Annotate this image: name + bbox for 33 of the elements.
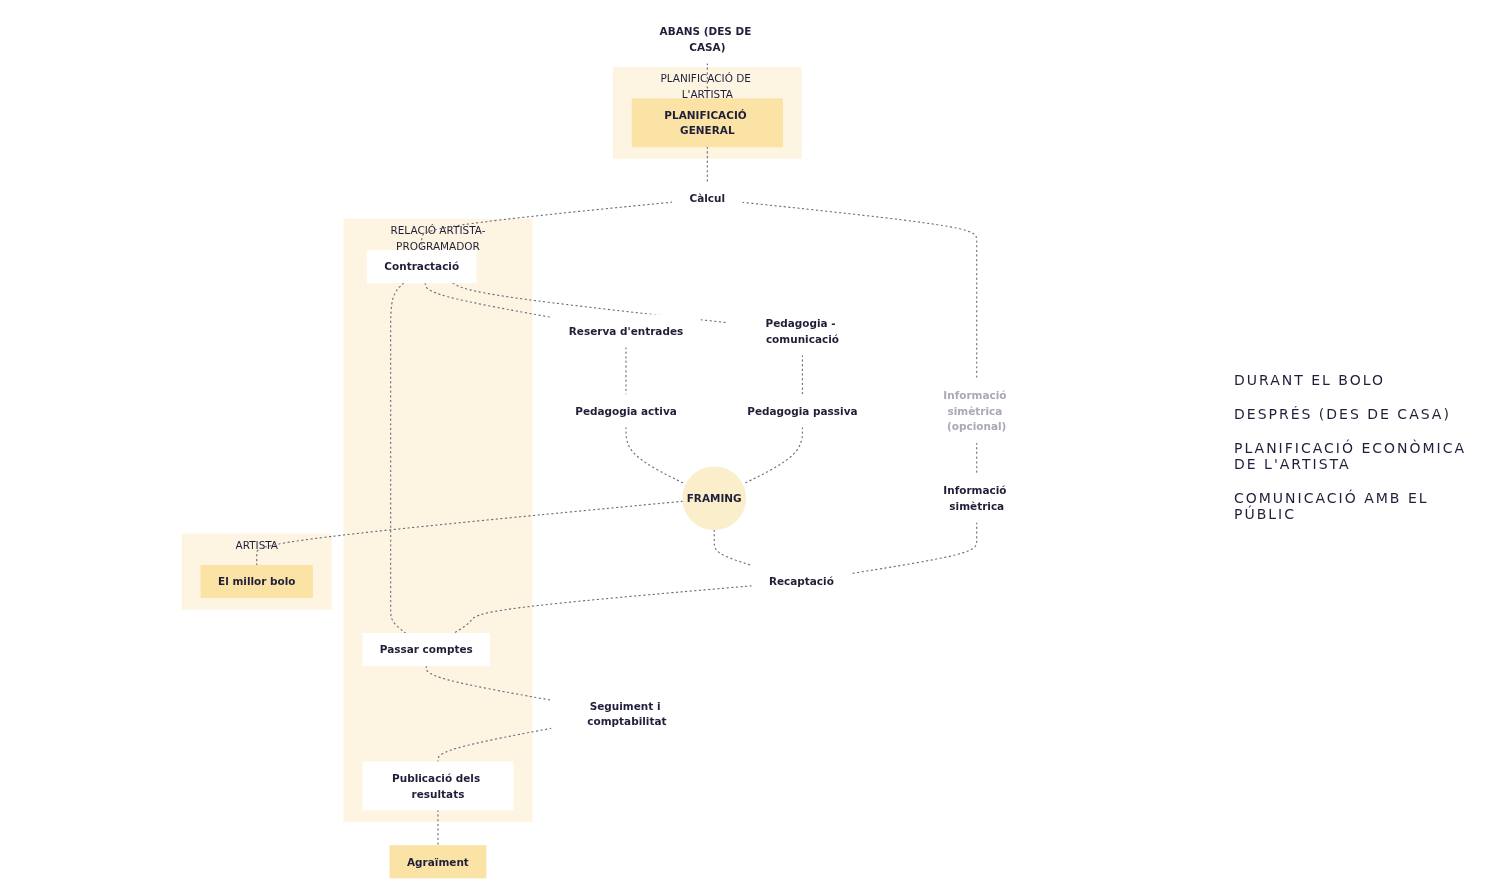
node-box: Contractació (366, 250, 477, 284)
node-box: PLANIFICACIÓ GENERAL (631, 98, 783, 148)
node-text: Recaptació (768, 575, 834, 588)
row-label: DESPRÉS (DES DE CASA) (1234, 405, 1452, 422)
connector (625, 426, 687, 485)
connector (706, 146, 708, 183)
connector (437, 727, 552, 763)
node-box: Publicació dels resultats (362, 761, 514, 811)
node-text: Seguiment i comptabilitat (587, 699, 667, 728)
connector (425, 665, 552, 701)
connector (390, 282, 406, 634)
node-box: Passar comptes (362, 633, 491, 667)
node-text: ABANS (DES DE CASA) (659, 25, 752, 54)
node-box: Agraïment (389, 845, 487, 879)
node-box: El millor bolo (200, 564, 313, 599)
node-text: Pedagogia activa (575, 404, 677, 417)
row-label: DURANT EL BOLO (1234, 371, 1387, 388)
row-label: PLANIFICACIÓ ECONÒMICA DE L'ARTISTA (1234, 439, 1468, 472)
node-text: Informació simètrica (opcional) (943, 389, 1007, 433)
node-circle: FRAMING (682, 466, 747, 531)
connector (437, 809, 439, 846)
row-label: COMUNICACIÓ AMB EL PÚBLIC (1234, 489, 1430, 522)
connector (741, 201, 978, 380)
connector (453, 585, 753, 634)
connector (713, 529, 753, 566)
node-text: Càlcul (689, 192, 726, 205)
node-text: Informació simètrica (943, 484, 1007, 513)
connector (706, 62, 708, 99)
connector (256, 500, 684, 566)
node-text: Pedagogia passiva (747, 404, 858, 417)
node-text: Pedagogia - comunicació (765, 316, 839, 345)
connector (424, 282, 552, 318)
connector (421, 201, 673, 251)
